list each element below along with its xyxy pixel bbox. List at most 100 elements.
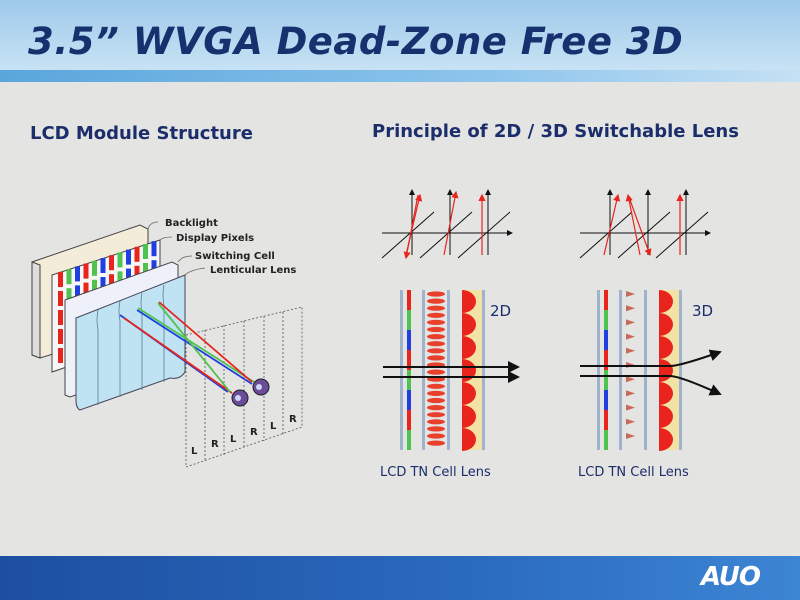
lc-molecule <box>626 347 635 354</box>
zone-label: L <box>191 446 198 457</box>
lens-cell-3d <box>597 290 682 451</box>
caption-2d: LCD TN Cell Lens <box>380 465 491 480</box>
zone-label: R <box>250 427 258 438</box>
light-path-3d <box>580 349 722 396</box>
substrate <box>679 290 682 450</box>
polarization-arrow <box>603 193 621 256</box>
lc-molecule <box>626 291 635 297</box>
lens-element <box>462 428 476 451</box>
pixel <box>134 265 140 281</box>
lc-molecule <box>427 390 445 396</box>
pixel <box>143 263 148 278</box>
lc-molecule <box>427 326 445 333</box>
pixel <box>109 255 114 271</box>
light-path-2d <box>383 361 520 383</box>
lens-element <box>659 428 673 451</box>
lc-molecule <box>427 291 445 297</box>
axis-diagonal <box>419 211 473 259</box>
pixel <box>66 269 72 285</box>
pixel <box>58 329 63 344</box>
lc-molecule <box>626 319 635 326</box>
lens-element <box>659 290 673 313</box>
mode-2d-label: 2D <box>490 302 511 320</box>
header-strip <box>0 70 800 82</box>
label-switching-cell: Switching Cell <box>195 251 275 262</box>
lc-molecule <box>427 312 445 318</box>
lc-molecule <box>427 433 445 439</box>
polarization-axes-3d <box>579 189 711 259</box>
slide-footer <box>0 556 800 600</box>
substrate <box>597 290 600 450</box>
pixel <box>100 258 106 273</box>
lc-molecule <box>427 412 445 418</box>
heading-switchable-lens: Principle of 2D / 3D Switchable Lens <box>372 121 739 142</box>
pixel <box>75 285 80 301</box>
lc-molecule <box>626 433 635 439</box>
lc-molecule <box>427 397 445 404</box>
lc-molecule <box>427 426 445 432</box>
slide-header <box>0 0 800 82</box>
label-backlight: Backlight <box>165 218 218 229</box>
color-filter <box>407 410 411 430</box>
color-filter <box>407 350 411 370</box>
lens-element <box>462 290 476 313</box>
pixel <box>126 249 131 265</box>
lens-element <box>659 382 673 405</box>
substrate <box>400 290 403 450</box>
polarization-axes-2d <box>381 189 513 260</box>
color-filter <box>604 390 608 410</box>
lens-element <box>462 405 476 428</box>
pixel <box>75 266 80 282</box>
lc-molecule <box>427 348 445 354</box>
lens-element <box>462 382 476 405</box>
substrate <box>422 290 425 450</box>
pixel <box>151 241 157 257</box>
lc-molecule <box>626 376 635 383</box>
eyes-icon <box>231 378 270 407</box>
pixel <box>83 282 89 298</box>
substrate <box>619 290 622 450</box>
pixel <box>92 260 97 276</box>
lc-molecule <box>427 319 445 325</box>
polarization-arrow <box>443 190 459 256</box>
pixel <box>117 252 123 268</box>
substrate <box>644 290 647 450</box>
lens-cell-2d <box>400 290 485 451</box>
pixel <box>117 271 123 287</box>
pixel <box>58 348 63 363</box>
substrate <box>447 290 450 450</box>
pixel <box>58 291 63 306</box>
pixel <box>92 279 97 295</box>
color-filter <box>604 330 608 350</box>
color-filter <box>604 370 608 390</box>
axis-diagonal <box>655 211 709 259</box>
axis-diagonal <box>579 211 633 259</box>
lc-molecule <box>427 298 445 304</box>
pixel <box>109 274 114 290</box>
axis-diagonal <box>617 211 671 259</box>
zone-label: R <box>211 439 219 450</box>
lc-molecule <box>626 418 635 425</box>
label-lenticular-lens: Lenticular Lens <box>210 265 296 276</box>
lc-molecule <box>427 419 445 425</box>
lc-molecule <box>427 369 445 375</box>
color-filter <box>407 310 411 330</box>
color-filter <box>407 370 411 390</box>
color-filter <box>407 390 411 410</box>
color-filter <box>604 410 608 430</box>
color-filter <box>407 290 411 310</box>
zone-label: R <box>289 414 297 425</box>
light-rays <box>119 301 255 394</box>
lc-molecule <box>626 305 635 312</box>
color-filter <box>604 430 608 450</box>
pixel <box>83 263 89 279</box>
color-filter <box>407 330 411 350</box>
axis-diagonal <box>381 211 435 259</box>
polarization-arrow <box>403 194 419 260</box>
lcd-module-diagram: Backlight Display Pixels Switching Cell … <box>31 218 303 468</box>
lens-element <box>659 313 673 336</box>
color-filter <box>407 430 411 450</box>
lc-molecule <box>427 334 445 340</box>
lc-molecule <box>626 390 635 397</box>
